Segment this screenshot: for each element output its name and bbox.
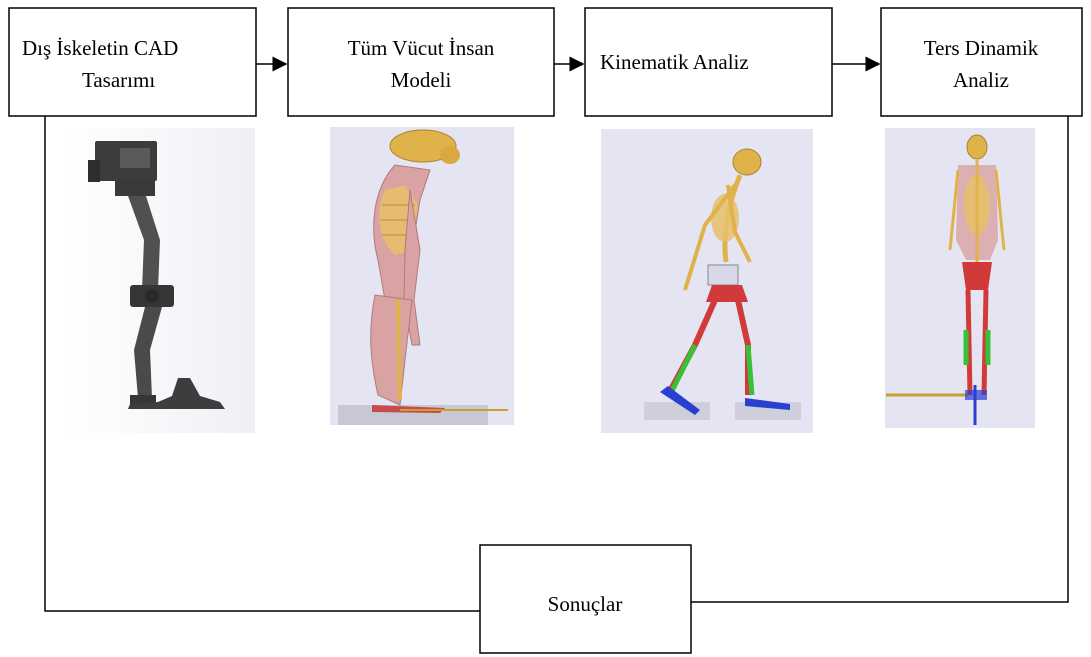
box-human-model-line1: Tüm Vücut İnsan xyxy=(348,36,495,60)
box-human-model: Tüm Vücut İnsan Modeli xyxy=(288,8,554,116)
box-inverse-dynamic-line2: Analiz xyxy=(953,68,1009,92)
box-human-model-line2: Modeli xyxy=(391,68,452,92)
kinematic-image xyxy=(601,129,813,433)
box-inverse-dynamic: Ters Dinamik Analiz xyxy=(881,8,1082,116)
inverse-dynamic-image xyxy=(885,128,1035,428)
box-cad-design-line1: Dış İskeletin CAD xyxy=(22,36,178,60)
box-results: Sonuçlar xyxy=(480,545,691,653)
box-kinematic-line1: Kinematik Analiz xyxy=(600,50,749,74)
box-cad-design-line2: Tasarımı xyxy=(82,68,155,92)
box-kinematic: Kinematik Analiz xyxy=(585,8,832,116)
box-cad-design: Dış İskeletin CAD Tasarımı xyxy=(9,8,256,116)
human-model-image xyxy=(330,127,514,425)
exoskeleton-image xyxy=(65,128,255,433)
box-inverse-dynamic-line1: Ters Dinamik xyxy=(924,36,1039,60)
box-results-line1: Sonuçlar xyxy=(548,592,623,616)
